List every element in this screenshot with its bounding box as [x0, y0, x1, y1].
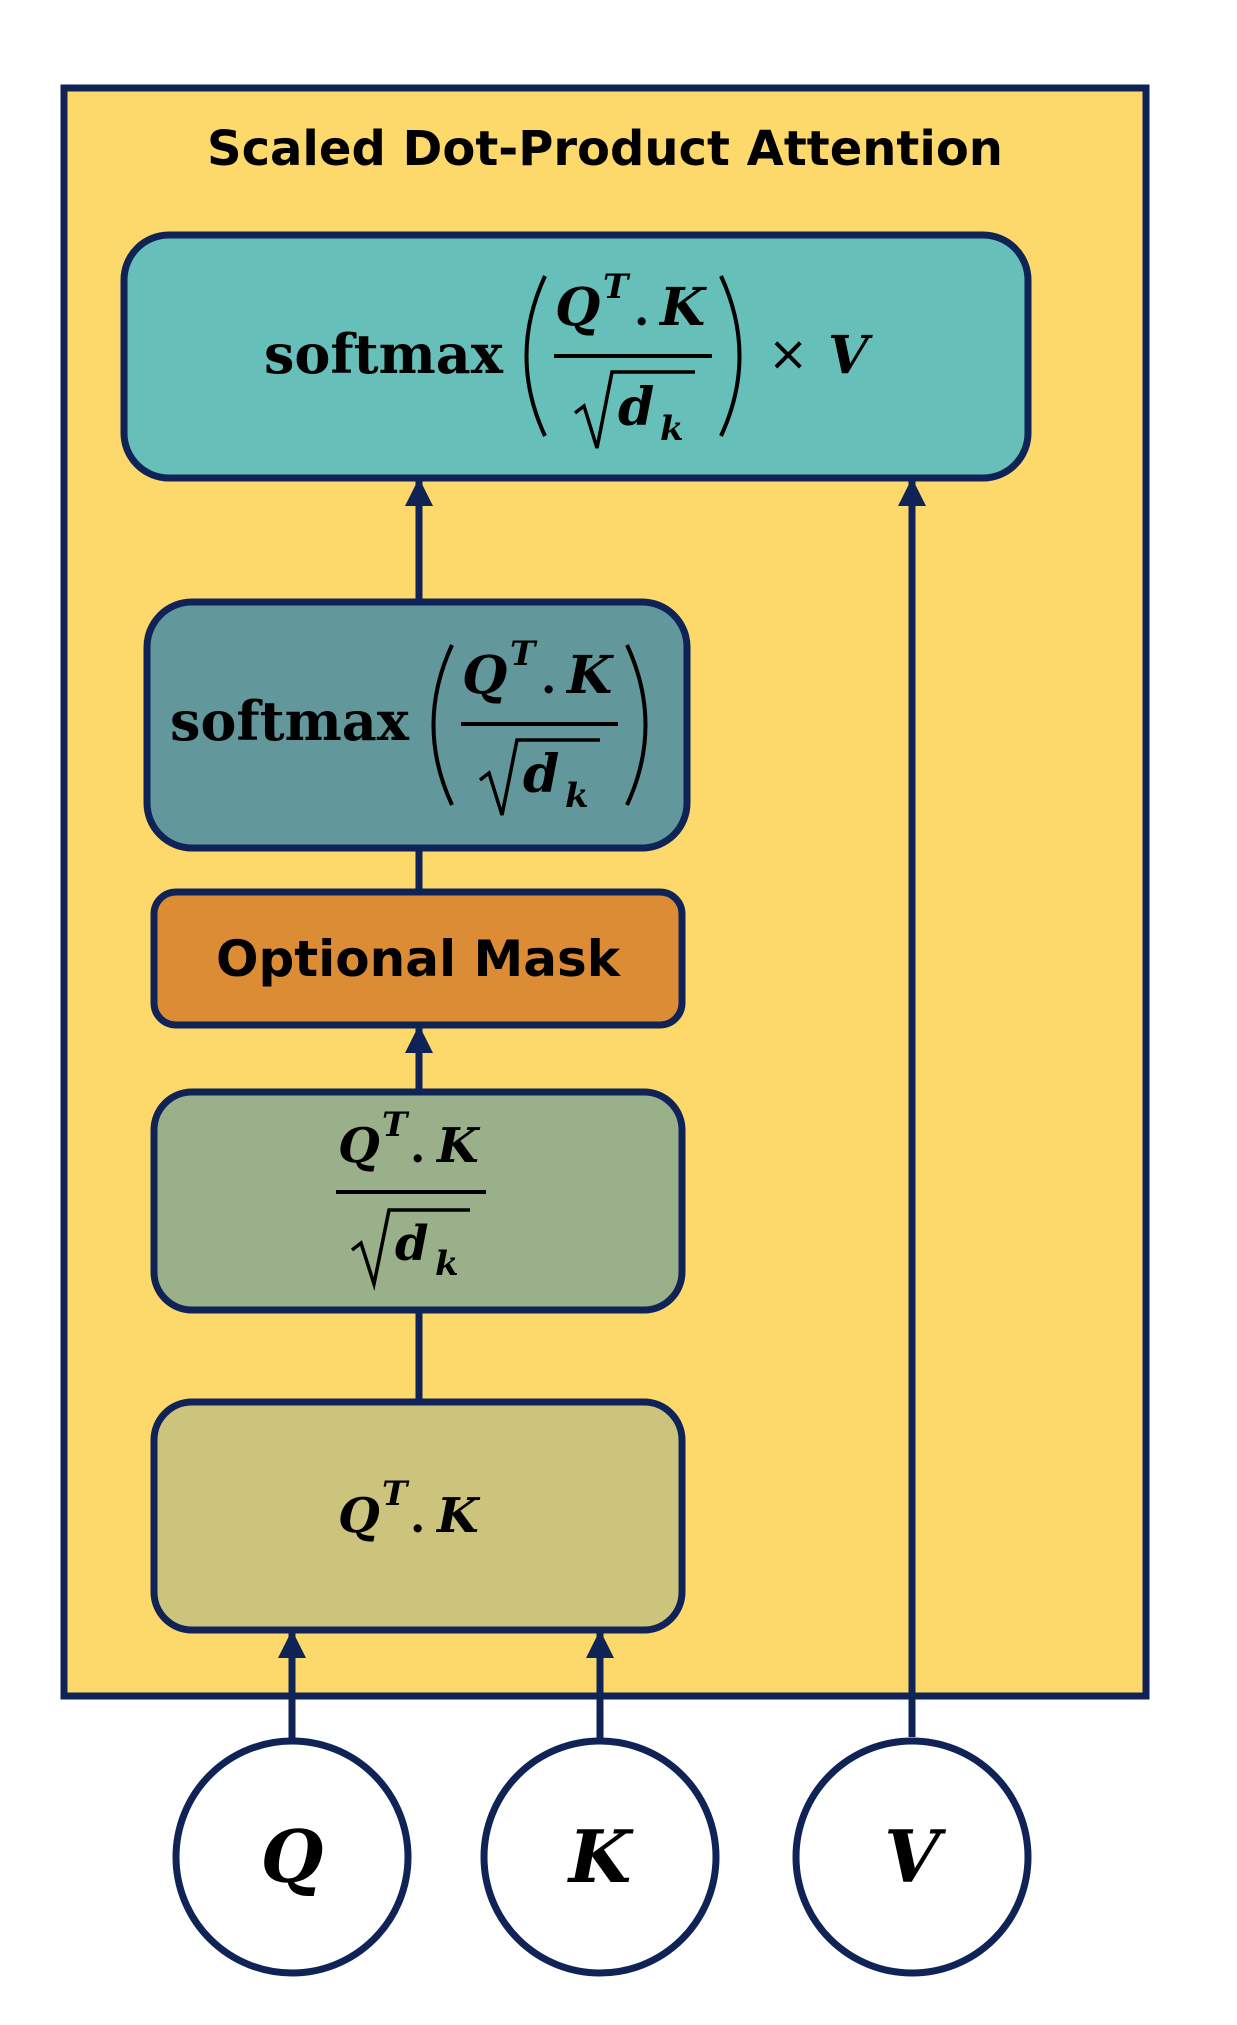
numerator-k: K: [658, 277, 707, 338]
softmax-formula: softmax Q T . K d k: [170, 634, 648, 816]
arrowhead-dot-k: [586, 1630, 614, 1658]
arrowhead-final-right: [898, 478, 926, 506]
input-k-node: [480, 1737, 720, 1977]
input-v-label: V: [884, 1814, 946, 1899]
numerator-k: K: [565, 645, 614, 706]
numerator-q: Q: [555, 277, 600, 338]
numerator-transpose: T: [382, 1105, 410, 1145]
denominator-k: k: [435, 1244, 459, 1284]
scale-node: [150, 1088, 686, 1314]
arrowhead-dot-q: [278, 1630, 306, 1658]
dot-transpose: T: [382, 1474, 410, 1514]
arrowhead-final-left: [405, 478, 433, 506]
dot-product-formula: Q T . K: [338, 1474, 481, 1544]
numerator-transpose: T: [603, 267, 631, 307]
multiplier-v: V: [828, 325, 873, 386]
sqrt-symbol: [350, 1208, 470, 1291]
dot-product-node: [150, 1398, 686, 1634]
numerator-dot: .: [541, 653, 556, 704]
dot-operator: .: [410, 1492, 425, 1543]
scale-formula: Q T . K d k: [336, 1105, 486, 1291]
right-paren: [719, 275, 742, 437]
input-v-node: [792, 1737, 1032, 1977]
left-paren: [524, 275, 547, 437]
mask-node: [150, 888, 686, 1029]
denominator-d: d: [395, 1216, 429, 1272]
denominator-k: k: [660, 409, 684, 449]
input-q-node: [172, 1737, 412, 1977]
sqrt-symbol: [478, 738, 600, 816]
input-q-label: Q: [261, 1814, 324, 1899]
numerator-k: K: [435, 1118, 481, 1174]
numerator-q: Q: [462, 645, 507, 706]
numerator-q: Q: [338, 1118, 380, 1174]
numerator-dot: .: [410, 1122, 425, 1173]
numerator-transpose: T: [510, 634, 538, 674]
times-sign: ×: [768, 326, 808, 382]
left-paren: [431, 644, 454, 806]
arrowhead-mask: [405, 1025, 433, 1053]
softmax-function: softmax: [170, 689, 410, 753]
sqrt-symbol: [573, 370, 695, 449]
dot-q: Q: [338, 1488, 380, 1544]
denominator-d: d: [523, 744, 559, 805]
softmax-function: softmax: [264, 322, 504, 386]
mask-label: Optional Mask: [216, 930, 622, 988]
softmax-node: [143, 598, 691, 852]
diagram-title: Scaled Dot-Product Attention: [207, 121, 1003, 177]
input-k-label: K: [567, 1814, 634, 1899]
final-output-formula: softmax Q T . K d k × V: [264, 267, 873, 449]
numerator-dot: .: [634, 285, 649, 336]
denominator-k: k: [565, 776, 589, 816]
denominator-d: d: [618, 377, 654, 438]
dot-k: K: [435, 1488, 481, 1544]
right-paren: [625, 644, 648, 806]
